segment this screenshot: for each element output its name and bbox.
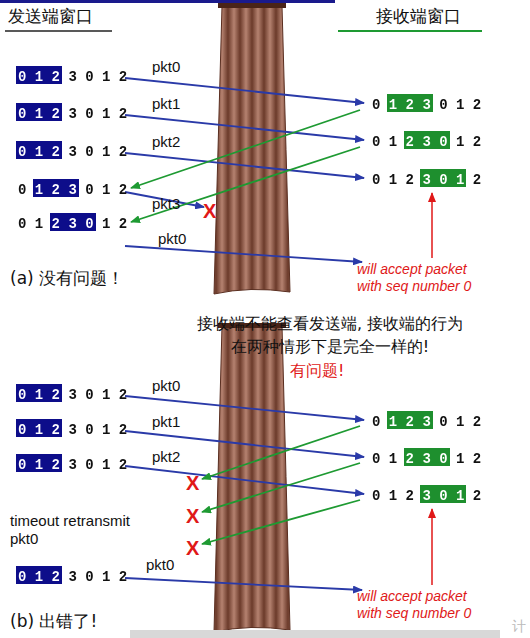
window-row: 0 1 2 3 0 1 2 (18, 66, 127, 84)
loss-mark: X (186, 536, 199, 560)
sequence-numbers: 0 1 2 3 0 1 2 (372, 133, 481, 151)
ack-arrow (202, 463, 360, 512)
packet-arrow (125, 246, 362, 262)
window-heading: 接收端窗口 (376, 6, 461, 26)
window-heading: 发送端窗口 (8, 6, 93, 26)
ack-arrow (131, 110, 360, 188)
packet-label: pkt1 (152, 95, 180, 113)
sequence-numbers: 0 1 2 3 0 1 2 (18, 143, 127, 161)
window-row: 0 1 2 3 0 1 2 (18, 103, 127, 121)
sequence-numbers: 0 1 2 3 0 1 2 (18, 386, 127, 404)
watermark: 计 (512, 618, 526, 635)
explanation: 接收端不能查看发送端, 接收端的行为 在两种情形下是完全一样的! (180, 312, 480, 358)
top-bar (0, 0, 335, 3)
packet-label: pkt3 (152, 195, 180, 213)
annotation: will accept packet with seq number 0 (357, 261, 485, 295)
sequence-numbers: 0 1 2 3 0 1 2 (372, 413, 481, 431)
window-row: 0 1 2 3 0 1 2 (372, 169, 481, 187)
case-caption: (a) 没有问题！ (10, 268, 124, 288)
packet-label: pkt1 (152, 413, 180, 431)
header-underline (338, 30, 482, 32)
window-row: 0 1 2 3 0 1 2 (18, 213, 127, 231)
packet-label: pkt0 (152, 58, 180, 76)
timeout-note: timeout retransmit pkt0 (10, 512, 132, 548)
loss-mark: X (203, 199, 216, 223)
loss-mark: X (186, 471, 199, 495)
header-underline (5, 30, 112, 32)
window-row: 0 1 2 3 0 1 2 (18, 384, 127, 402)
sequence-numbers: 0 1 2 3 0 1 2 (18, 105, 127, 123)
packet-arrow (125, 466, 364, 494)
window-row: 0 1 2 3 0 1 2 (372, 131, 481, 149)
packet-arrow (125, 578, 362, 590)
annotation: will accept packet with seq number 0 (357, 588, 485, 622)
ack-arrow (202, 500, 360, 544)
window-row: 0 1 2 3 0 1 2 (372, 448, 481, 466)
window-row: 0 1 2 3 0 1 2 (372, 485, 481, 503)
window-row: 0 1 2 3 0 1 2 (18, 454, 127, 472)
loss-mark: X (186, 504, 199, 528)
window-row: 0 1 2 3 0 1 2 (18, 141, 127, 159)
sequence-numbers: 0 1 2 3 0 1 2 (18, 456, 127, 474)
sequence-numbers: 0 1 2 3 0 1 2 (372, 171, 481, 189)
pointer-arrow (431, 193, 433, 258)
sequence-numbers: 0 1 2 3 0 1 2 (18, 68, 127, 86)
sequence-numbers: 0 1 2 3 0 1 2 (372, 450, 481, 468)
window-row: 0 1 2 3 0 1 2 (372, 94, 481, 112)
sequence-numbers: 0 1 2 3 0 1 2 (372, 96, 481, 114)
packet-label: pkt0 (158, 230, 186, 248)
packet-label: pkt0 (146, 556, 174, 574)
packet-label: pkt2 (152, 448, 180, 466)
packet-label: pkt0 (152, 377, 180, 395)
window-row: 0 1 2 3 0 1 2 (18, 179, 127, 197)
curtain (214, 6, 290, 294)
pointer-arrow (431, 509, 433, 585)
curtain-rod (218, 3, 286, 8)
sequence-numbers: 0 1 2 3 0 1 2 (18, 568, 127, 586)
sequence-numbers: 0 1 2 3 0 1 2 (18, 215, 127, 233)
packet-label: pkt2 (152, 133, 180, 151)
window-row: 0 1 2 3 0 1 2 (18, 419, 127, 437)
case-caption: (b) 出错了! (10, 611, 97, 631)
window-row: 0 1 2 3 0 1 2 (372, 411, 481, 429)
sequence-numbers: 0 1 2 3 0 1 2 (372, 487, 481, 505)
sequence-numbers: 0 1 2 3 0 1 2 (18, 181, 127, 199)
sequence-numbers: 0 1 2 3 0 1 2 (18, 421, 127, 439)
warning-text: 有问题! (290, 361, 344, 380)
ack-arrow (131, 147, 360, 222)
footer-bar (130, 630, 500, 638)
window-row: 0 1 2 3 0 1 2 (18, 566, 127, 584)
